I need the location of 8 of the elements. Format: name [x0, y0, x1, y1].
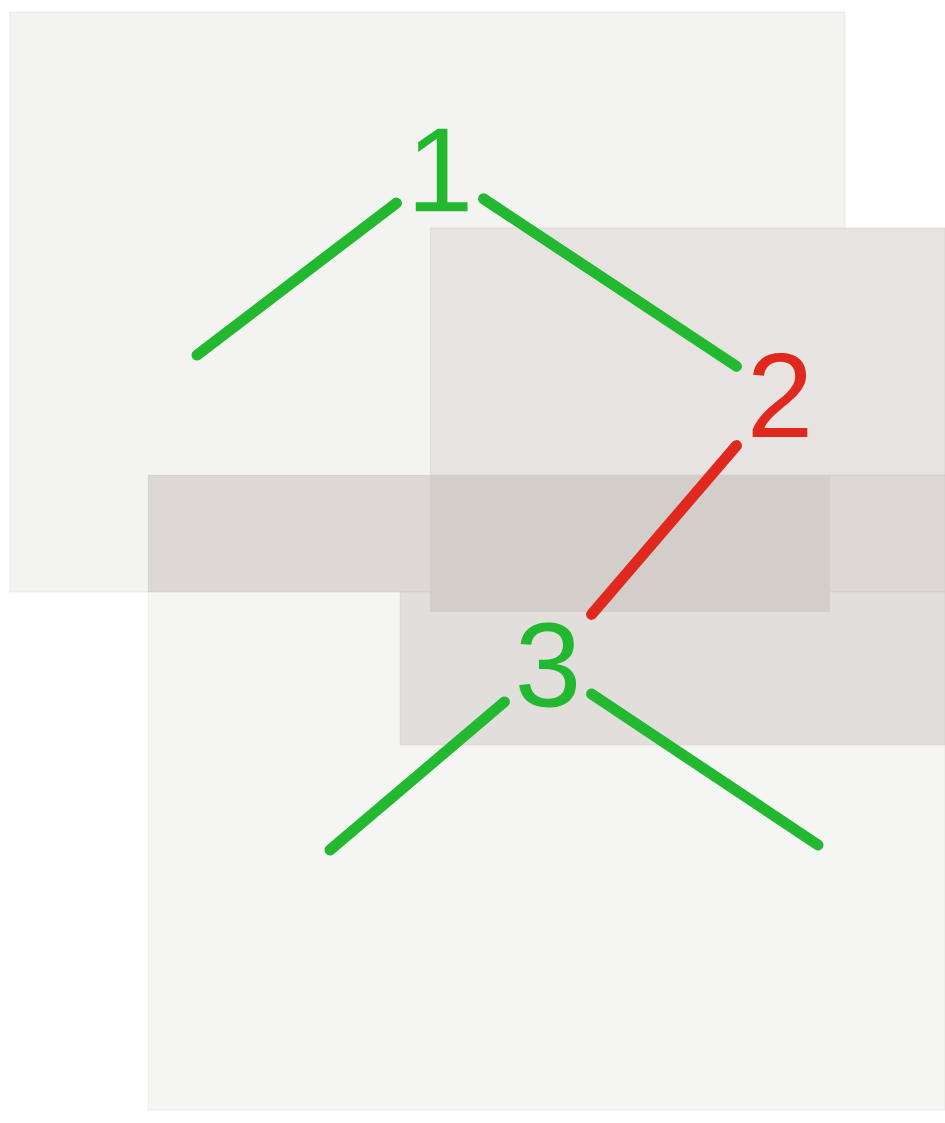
branch-line: [191, 197, 402, 361]
branch-line: [324, 696, 510, 856]
branch-line: [586, 688, 824, 851]
branch-line: [586, 440, 742, 620]
branch-line: [478, 193, 742, 372]
node-number: 3: [519, 622, 577, 708]
node-number: 1: [415, 128, 468, 212]
node-number: 2: [752, 353, 808, 437]
